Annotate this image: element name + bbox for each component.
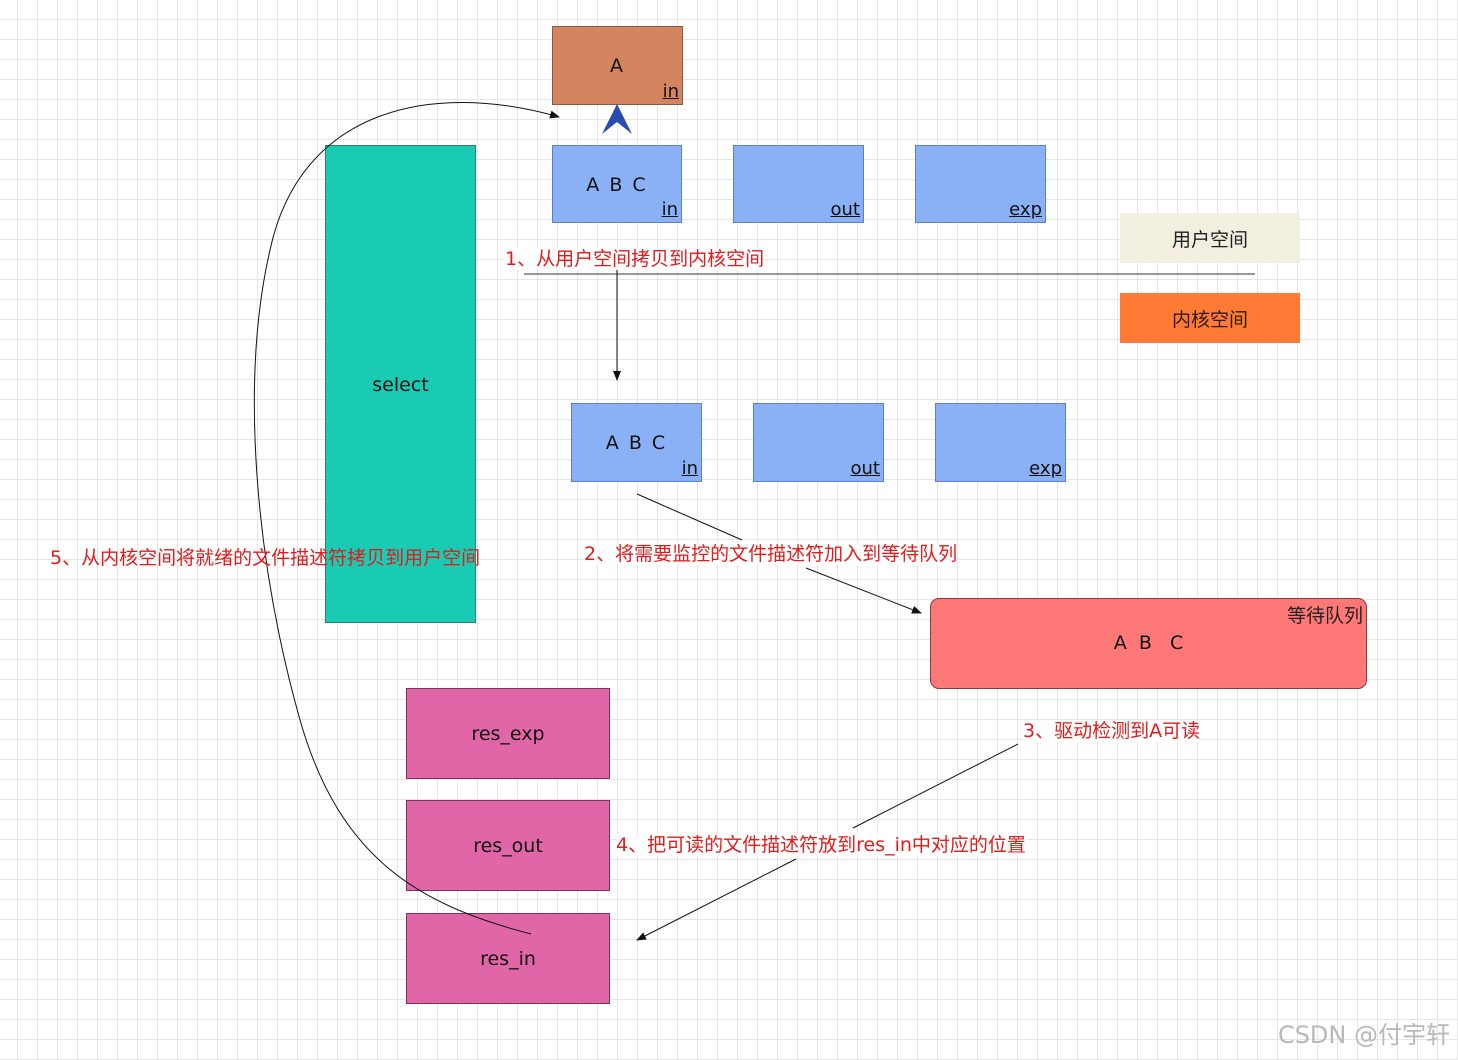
user-set-out: out: [733, 145, 864, 223]
step1-label: 1、从用户空间拷贝到内核空间: [505, 248, 765, 270]
legend-kernel-space: 内核空间: [1120, 293, 1300, 343]
legend-user-space: 用户空间: [1120, 213, 1300, 263]
wait-queue-title: 等待队列: [1286, 605, 1363, 627]
step3-label: 3、驱动检测到A可读: [1023, 720, 1201, 742]
top-box-tag: in: [662, 81, 679, 102]
res-out-label: res_out: [473, 834, 543, 857]
step5-label: 5、从内核空间将就绪的文件描述符拷贝到用户空间: [50, 547, 481, 569]
wait-queue: 等待队列 A B C: [930, 598, 1367, 689]
kernel-set-exp: exp: [935, 403, 1066, 482]
user-set-exp-tag: exp: [1009, 199, 1042, 220]
kernel-set-in: A B C in: [571, 403, 702, 482]
res-exp-label: res_exp: [471, 722, 545, 745]
select-label: select: [372, 374, 429, 396]
wait-queue-content: A B C: [1113, 632, 1184, 654]
res-out-box: res_out: [406, 800, 610, 891]
kernel-set-in-tag: in: [681, 458, 698, 479]
step2-label: 2、将需要监控的文件描述符加入到等待队列: [584, 543, 958, 565]
kernel-set-out-tag: out: [850, 458, 880, 479]
step4-label: 4、把可读的文件描述符放到res_in中对应的位置: [616, 834, 1026, 856]
top-box-label: A: [610, 55, 625, 77]
user-set-in-tag: in: [661, 199, 678, 220]
watermark: CSDN @付宇轩: [1277, 1021, 1450, 1049]
res-in-label: res_in: [480, 947, 536, 970]
kernel-set-in-label: A B C: [605, 432, 668, 454]
kernel-set-out: out: [753, 403, 884, 482]
res-exp-box: res_exp: [406, 688, 610, 779]
kernel-set-exp-tag: exp: [1029, 458, 1062, 479]
user-set-exp: exp: [915, 145, 1046, 223]
user-set-in-label: A B C: [586, 174, 648, 196]
user-set-in: A B C in: [552, 145, 682, 223]
top-box-a: A in: [552, 26, 683, 105]
user-set-out-tag: out: [830, 199, 860, 220]
res-in-box: res_in: [406, 913, 610, 1004]
